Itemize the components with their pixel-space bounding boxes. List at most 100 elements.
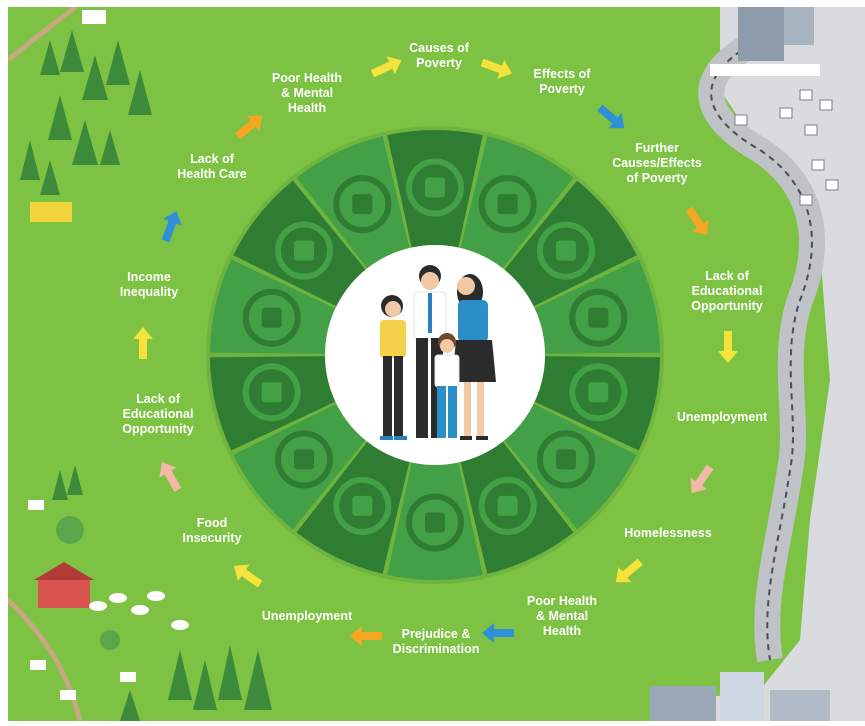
dirt-path [8,7,77,62]
wheel-segment [210,259,336,354]
briefcase-no-icon [569,363,628,422]
cycle-label-line: Lack of [705,269,750,283]
cycle-arrow [718,331,738,363]
cycle-label-line: Poverty [539,82,585,96]
cycle-label-line: Opportunity [691,299,763,313]
cycle-label-line: Poor Health [527,594,597,608]
cycle-arrow [350,626,382,646]
wheel-segment [534,259,660,354]
woman-figure [452,274,496,440]
city-building [650,686,716,721]
graduation-cap-icon [242,363,301,422]
city-building [770,690,830,721]
cycle-label-line: Poverty [416,56,462,70]
background-landscape [8,7,865,721]
head-medical-icon [478,476,537,535]
cycle-label-line: Insecurity [182,531,241,545]
heart-pulse-icon [275,221,334,280]
cycle-label-line: Discrimination [393,642,480,656]
cycle-arrow [482,623,514,643]
red-barn [38,578,90,608]
city-area [690,7,865,721]
cycle-arrow [480,58,513,79]
scales-icon [406,493,464,552]
city-building [720,672,764,721]
cycle-label-line: & Mental [536,609,588,623]
cycle-label-line: Inequality [120,285,178,299]
cycle-arrow [615,558,643,583]
small-houses [28,500,136,700]
cycle-label-line: of Poverty [626,171,687,185]
cycle-label-line: Poor Health [272,71,342,85]
cycle-label-line: Lack of [136,392,181,406]
cycle-label: Prejudice &Discrimination [393,627,480,656]
cycle-label-line: Educational [123,407,194,421]
cycle-arrow [235,115,263,140]
cycle-label-line: Homelessness [624,526,712,540]
cycle-label-line: Health [543,624,581,638]
puzzle-magnifier-icon [406,158,464,217]
briefcase-no-icon [333,476,392,535]
cycle-arrow [685,206,709,236]
cycle-label-line: Food [197,516,228,530]
yellow-house [30,202,72,222]
cycle-arrow [233,564,263,588]
city-building [784,7,814,45]
puzzle-pieces-icon [536,221,595,280]
boy-figure [434,333,460,438]
cycle-arrow [133,327,153,359]
cycle-label-line: Income [127,270,171,284]
barn-roof [34,562,94,580]
wheel-segment [534,356,660,451]
cycle-label-line: Unemployment [262,609,353,623]
city-building [738,7,784,61]
cycle-arrow [597,104,625,129]
head-medical-icon [333,175,392,234]
cycle-label-line: Causes of [409,41,470,55]
cycle-arrow [370,56,402,78]
cycle-label: Unemployment [262,609,353,623]
graduation-cap-icon [569,288,628,347]
road-line [710,39,813,661]
wheel-segment [210,356,336,451]
cycle-label-line: Effects of [534,67,592,81]
cycle-arrow [159,462,182,492]
cycle-arrows [133,56,738,646]
dollar-down-icon [242,288,301,347]
farm-house [82,10,106,24]
cycle-label: Homelessness [624,526,712,540]
city-building-row [710,64,820,76]
cycle-label-line: Causes/Effects [612,156,702,170]
dirt-path [8,598,83,721]
arrows-cycle-icon [478,175,537,234]
cows [89,591,189,630]
round-tree [56,516,84,544]
round-tree [100,630,120,650]
fork-knife-icon [275,430,334,489]
cycle-label-line: Unemployment [677,410,768,424]
house-icon [536,430,595,489]
cycle-label-line: Lack of [190,152,235,166]
cycle-label-line: & Mental [281,86,333,100]
city-houses [734,89,839,206]
cycle-arrow [690,464,714,494]
cycle-label-line: Further [635,141,679,155]
cycle-label-line: Health [288,101,326,115]
cycle-label: Unemployment [677,410,768,424]
cycle-label-line: Prejudice & [402,627,471,641]
girl-figure [380,295,407,440]
cycle-label-line: Health Care [177,167,247,181]
